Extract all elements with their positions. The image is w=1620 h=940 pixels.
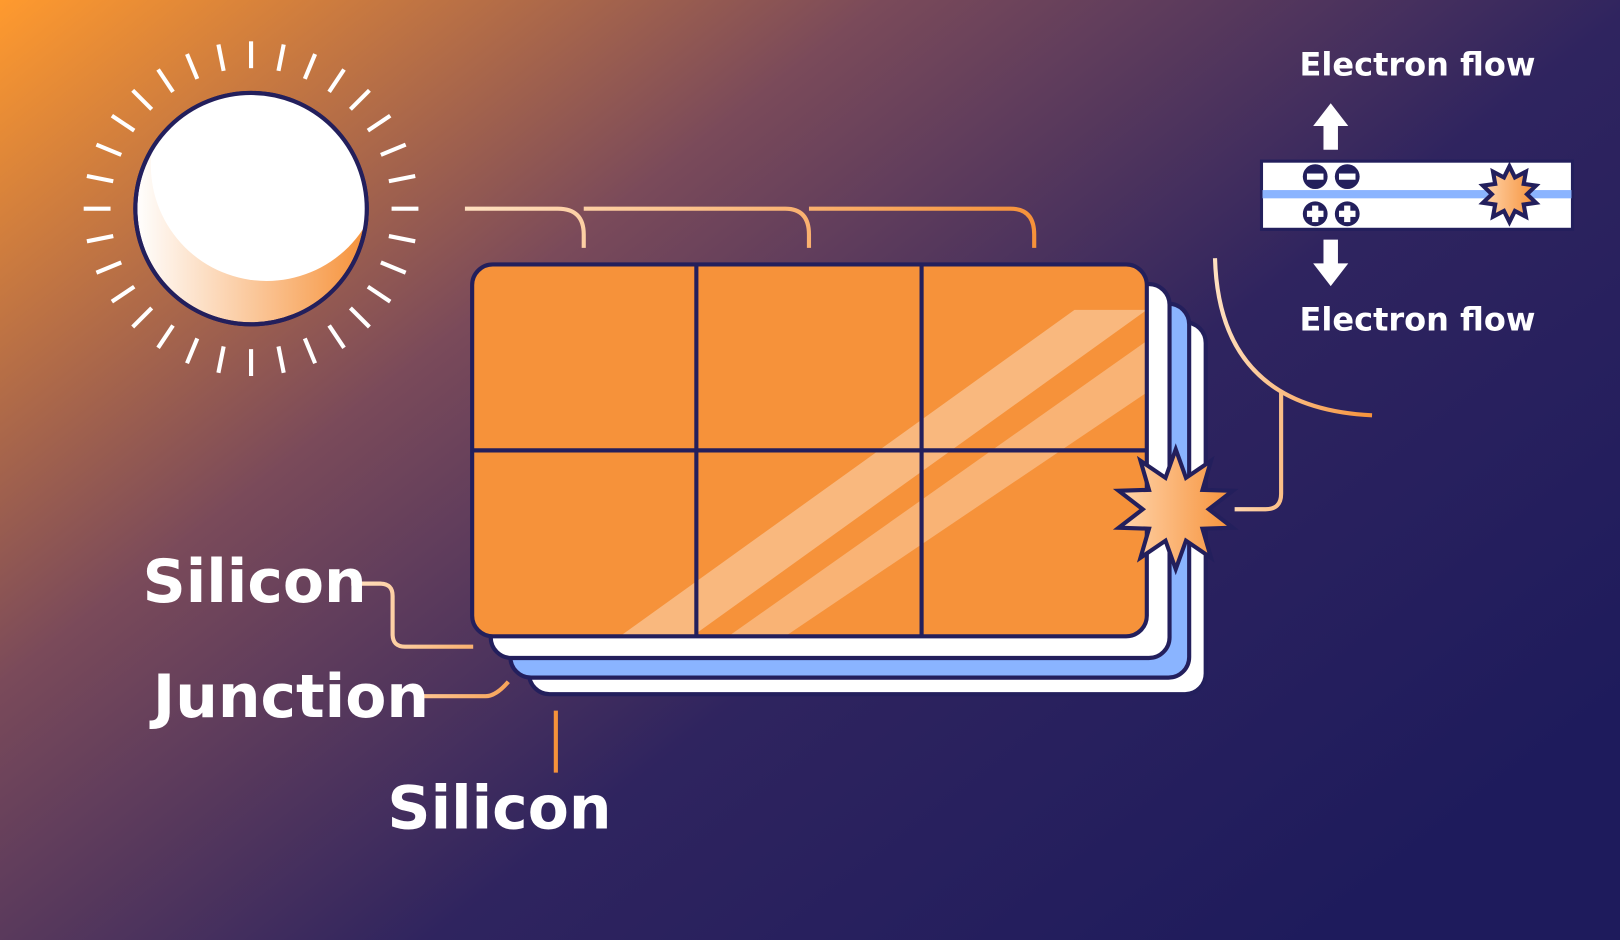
sun-ray	[216, 346, 226, 374]
plus-icon	[1334, 201, 1360, 227]
sun-ray	[366, 284, 392, 304]
electron-flow-inset	[1259, 159, 1575, 231]
silicon-top-panel	[470, 262, 1149, 639]
sun-ray	[327, 324, 346, 349]
sun-ray	[388, 234, 416, 244]
sun-ray	[216, 44, 226, 72]
sun-ray	[131, 306, 154, 329]
silicon-bottom-label: Silicon	[387, 773, 611, 843]
sun-ray	[156, 68, 175, 93]
sun-ray	[95, 260, 123, 275]
sun-ray	[348, 88, 371, 111]
sun-ray	[95, 142, 123, 157]
sun-ray	[156, 324, 175, 349]
leader-lines	[351, 581, 558, 773]
arrow-up-icon	[1313, 103, 1349, 150]
sun-ray	[366, 113, 392, 133]
sun-ray	[185, 337, 200, 365]
sun-ray	[380, 142, 407, 157]
starburst-icon	[1112, 443, 1239, 576]
starburst-icon	[1478, 161, 1541, 227]
connector-lines-top	[464, 206, 1037, 248]
electron-flow-bottom-label: Electron flow	[1300, 301, 1536, 339]
minus-icon	[1302, 164, 1328, 190]
sun-ray	[388, 173, 416, 184]
electron-flow-top-label: Electron flow	[1300, 45, 1536, 83]
sun-ray	[185, 53, 200, 80]
sun-ray	[131, 88, 154, 111]
sun-ray	[302, 53, 318, 80]
sun-ray	[110, 113, 136, 133]
minus-icon	[1334, 164, 1360, 190]
junction-label: Junction	[149, 662, 429, 732]
sun-ray	[86, 234, 114, 244]
circuit-wire	[1212, 258, 1373, 512]
plus-icon	[1302, 201, 1328, 227]
sun-rays	[83, 41, 419, 377]
sun-ray	[327, 68, 346, 93]
arrow-down-icon	[1313, 239, 1349, 287]
sun-ray	[380, 260, 407, 275]
sun-ray	[276, 44, 286, 72]
sun-ray	[276, 346, 286, 374]
silicon-top-label: Silicon	[143, 547, 367, 617]
sun-ray	[348, 306, 371, 329]
sun-ray	[302, 337, 318, 365]
sun-ray	[86, 173, 114, 184]
sun-ray	[110, 284, 136, 304]
